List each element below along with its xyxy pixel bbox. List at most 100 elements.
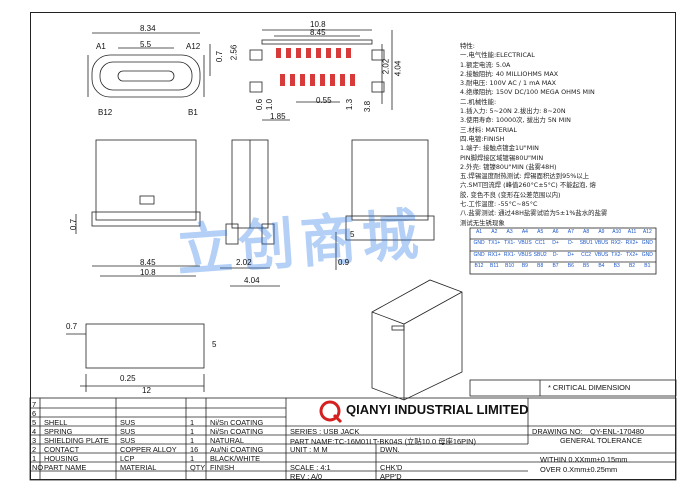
pinout-cell: TX2+: [625, 252, 639, 258]
dim-bottom-width: 12: [142, 386, 151, 395]
company-logo-mark: [319, 400, 343, 424]
bom-cell-part: SHIELDING PLATE: [44, 436, 109, 445]
pinout-cell: GND: [641, 252, 653, 258]
watermark: 立创商城: [174, 202, 427, 285]
series: SERIES : USB JACK: [290, 427, 360, 436]
spec-notes: 特性: 一.电气性能:ELECTRICAL 1.额定电流: 5.0A 2.接触阻…: [460, 42, 607, 228]
dim-mid-pads: 8.45: [140, 258, 156, 267]
bom-cell-material: SUS: [120, 427, 136, 436]
dim-fp-pitch: 0.55: [316, 96, 332, 105]
spec-line: 特性:: [460, 42, 475, 50]
pinout-cell: RX2+: [625, 240, 639, 246]
pinout-cell: RX1+: [487, 252, 501, 258]
spec-line: 四.电镀:FINISH: [460, 134, 505, 143]
dim-bottom-offset: 0.7: [66, 322, 78, 331]
bom-cell-finish: Ni/Sn COATING: [210, 418, 264, 427]
dim-bottom-pitch: 0.25: [120, 374, 136, 383]
pinout-cell: D-: [552, 252, 559, 258]
pinout-cell: B8: [537, 263, 544, 269]
pinout-cell: A5: [537, 229, 544, 235]
pinout-cell: B6: [567, 263, 574, 269]
bom-cell-finish: Ni/Sn COATING: [210, 427, 264, 436]
pinout-cell: VBUS: [518, 240, 532, 246]
bom-cell-material: MATERIAL: [120, 463, 157, 472]
footprint-top-pads: [261, 39, 373, 45]
side-view-body: [95, 139, 197, 221]
dwn: DWN.: [380, 445, 400, 454]
spec-line: 测试无生锈现象: [460, 218, 505, 227]
bom-cell-no: 3: [32, 436, 37, 445]
dim-mid-lead: 5: [350, 230, 355, 239]
bom-cell-no: 1: [32, 454, 37, 463]
spec-line: 1.额定电流: 5.0A: [460, 60, 511, 69]
pinout-cell: A10: [612, 229, 622, 235]
pinout-cell: A7: [567, 229, 574, 235]
dim-mid-height: 4.04: [244, 276, 260, 285]
pin-label-a1: A1: [96, 42, 106, 51]
dim-fp-total: 10.8: [310, 20, 326, 29]
pinout-cell: B12: [474, 263, 484, 269]
pinout-cell: GND: [473, 240, 485, 246]
bom-cell-qty: 1: [190, 427, 195, 436]
dim-fp-row: 2.02: [381, 58, 391, 75]
iso-view-body: [371, 279, 463, 401]
pinout-cell: TX1+: [488, 240, 501, 246]
pin-label-b1: B1: [188, 108, 198, 117]
spec-line: 1.插入力: 5~20N 2.拔出力: 8~20N: [460, 107, 566, 116]
spec-line: 七.工作温度: -55°C~85°C: [460, 200, 538, 209]
bom-cell-part: PART NAME: [44, 463, 87, 472]
bom-cell-finish: NATURAL: [210, 436, 244, 445]
dim-mid-leg: 0.9: [338, 258, 350, 267]
unit: UNIT : M M: [290, 445, 328, 454]
spec-line: 4.绝缘阻抗: 150V DC/100 MEGA OHMS MIN: [460, 88, 595, 97]
spec-line: 六.SMT回流焊 (峰值260°C±5°C) 不能起泡, 熔: [460, 181, 596, 190]
dim-mid-row: 2.02: [236, 258, 252, 267]
pinout-cell: A2: [491, 229, 498, 235]
pinout-cell: A12: [642, 229, 652, 235]
front-view-shell: [91, 54, 201, 98]
dim-fp-edge: 1.85: [270, 112, 286, 121]
bom-cell-no: 7: [32, 400, 37, 409]
pinout-cell: VBUS: [594, 252, 609, 258]
bom-cell-material: SUS: [120, 436, 136, 445]
pinout-cell: SBU2: [533, 252, 547, 258]
bom-cell-no: NO: [32, 463, 44, 472]
pinout-cell: GND: [641, 240, 653, 246]
bom-cell-qty: 1: [190, 418, 195, 427]
red-pin-pads: [276, 48, 355, 86]
pin-label-a12: A12: [186, 42, 201, 51]
bom-cell-part: SPRING: [44, 427, 73, 436]
pinout-cell: D-: [568, 240, 574, 246]
dim-fp-pad-w: 0.6: [255, 98, 265, 111]
bom-cell-no: 4: [32, 427, 37, 436]
spec-line: 三.材料: MATERIAL: [460, 125, 517, 134]
pinout-cell: CC1: [535, 240, 546, 246]
spec-line: PIN脚焊接区域镀锡80U"MIN: [460, 153, 544, 162]
title-block-frame: [29, 397, 677, 481]
bom-cell-part: SHELL: [44, 418, 68, 427]
pinout-cell: B9: [521, 263, 528, 269]
pinout-cell: SBU1: [579, 240, 593, 246]
pinout-cell: TX2-: [611, 252, 623, 258]
tolerance-over: OVER 0.Xmm±0.25mm: [540, 465, 618, 474]
pin-label-b12: B12: [98, 108, 113, 117]
drawing-sheet: [30, 12, 676, 480]
pinout-cell: B7: [552, 263, 559, 269]
bom-cell-qty: 1: [190, 454, 195, 463]
dim-fp-pads: 8.45: [310, 28, 326, 37]
chkd: CHK'D: [380, 463, 403, 472]
bom-cell-part: HOUSING: [44, 454, 79, 463]
spec-line: 2.接触阻抗: 40 MILLIOHMS MAX: [460, 69, 559, 78]
pinout-cell: D+: [552, 240, 559, 246]
dim-mid-thick: 0.7: [69, 218, 79, 231]
bottom-view-body: [85, 323, 205, 369]
appd: APP'D: [380, 472, 402, 481]
pinout-cell: B3: [613, 263, 620, 269]
pinout-cell: VBUS: [594, 240, 609, 246]
pinout-cell: A6: [552, 229, 559, 235]
pinout-cell: B10: [505, 263, 515, 269]
bom-cell-qty: QTY: [190, 463, 206, 472]
pinout-cell: A8: [583, 229, 590, 235]
dim-width-inner: 5.5: [140, 40, 152, 49]
